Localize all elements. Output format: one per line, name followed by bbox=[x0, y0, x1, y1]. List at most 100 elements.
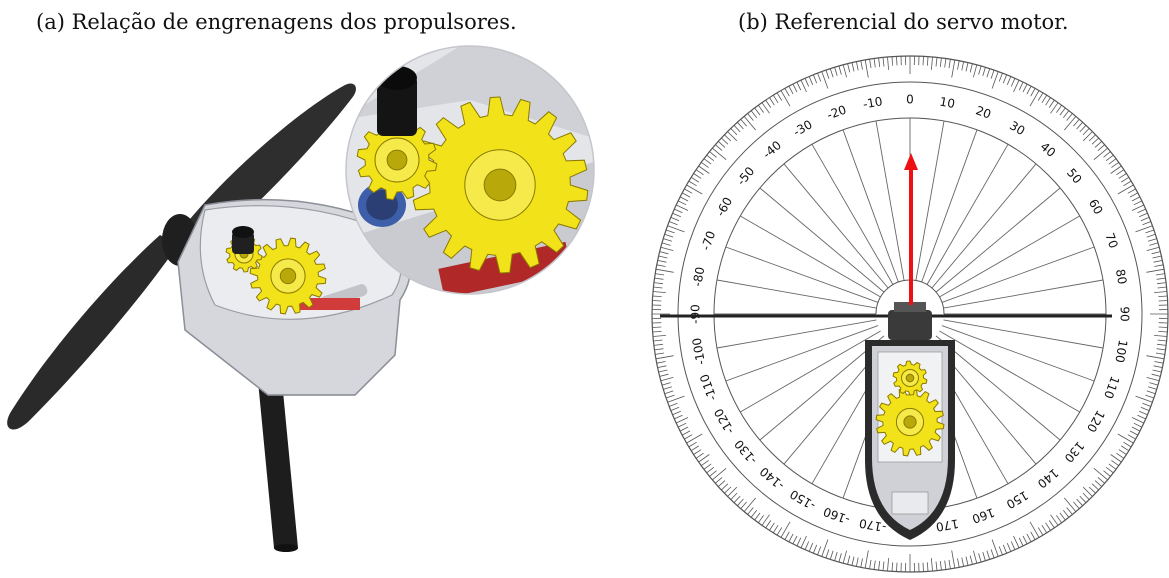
tick-mark bbox=[965, 62, 969, 72]
tick-mark bbox=[944, 560, 947, 570]
tick-mark bbox=[1137, 414, 1146, 420]
tick-mark bbox=[842, 64, 847, 78]
tick-mark bbox=[1041, 524, 1048, 534]
tick-mark bbox=[652, 300, 662, 302]
tick-mark bbox=[1118, 173, 1127, 179]
tick-mark bbox=[891, 562, 893, 572]
tick-mark bbox=[935, 561, 938, 571]
tick-mark bbox=[1103, 151, 1111, 158]
tick-mark bbox=[1117, 184, 1134, 195]
tick-mark bbox=[864, 59, 869, 78]
tick-mark bbox=[847, 63, 851, 73]
radial-line bbox=[935, 335, 1061, 441]
tick-mark bbox=[1154, 291, 1168, 293]
tick-mark bbox=[1030, 531, 1036, 540]
tick-mark bbox=[677, 200, 687, 206]
tick-mark bbox=[715, 144, 723, 151]
tick-mark bbox=[990, 549, 995, 559]
tick-mark bbox=[664, 233, 674, 238]
tick-mark bbox=[658, 369, 668, 373]
large-gear bbox=[249, 237, 327, 315]
tick-mark bbox=[659, 373, 669, 377]
tick-mark bbox=[1123, 441, 1132, 448]
tick-mark bbox=[1151, 251, 1161, 255]
tick-mark bbox=[724, 486, 732, 494]
servo-pinion-gear bbox=[892, 360, 928, 396]
tick-mark bbox=[1158, 331, 1168, 333]
tick-mark bbox=[1056, 105, 1062, 113]
angle-label: -10 bbox=[862, 94, 884, 111]
tick-mark bbox=[1127, 188, 1136, 194]
tick-mark bbox=[776, 92, 783, 101]
tick-mark bbox=[1022, 535, 1028, 545]
tick-mark bbox=[1116, 452, 1125, 459]
tick-mark bbox=[1079, 125, 1087, 133]
tick-mark bbox=[998, 546, 1003, 556]
angle-label: -80 bbox=[690, 266, 707, 288]
tick-mark bbox=[842, 550, 847, 564]
radial-line bbox=[725, 325, 879, 382]
tick-mark bbox=[706, 466, 715, 474]
tick-mark bbox=[1131, 426, 1141, 432]
tick-mark bbox=[957, 558, 960, 568]
tick-mark bbox=[1093, 147, 1108, 161]
tick-mark bbox=[1022, 83, 1028, 93]
tick-mark bbox=[1082, 131, 1093, 142]
angle-label: 100 bbox=[1112, 339, 1130, 364]
tick-mark bbox=[1073, 501, 1080, 509]
tick-mark bbox=[653, 286, 663, 289]
tick-mark bbox=[750, 110, 758, 119]
gear-bore bbox=[483, 168, 517, 202]
tick-mark bbox=[878, 561, 881, 571]
tick-mark bbox=[693, 449, 702, 455]
tick-mark bbox=[654, 277, 664, 280]
tick-mark bbox=[765, 99, 772, 108]
tick-mark bbox=[944, 58, 947, 68]
tick-mark bbox=[740, 501, 747, 509]
reference-arrow bbox=[904, 153, 918, 305]
tick-mark bbox=[1026, 533, 1032, 542]
tick-mark bbox=[957, 60, 960, 70]
tick-mark bbox=[1156, 277, 1166, 280]
tick-mark bbox=[784, 531, 790, 540]
tick-mark bbox=[1153, 260, 1163, 263]
tick-mark bbox=[856, 557, 859, 567]
tick-mark bbox=[1045, 97, 1051, 106]
tick-mark bbox=[661, 242, 671, 246]
tick-mark bbox=[654, 348, 664, 351]
radial-line bbox=[842, 129, 899, 283]
tick-mark bbox=[1048, 520, 1055, 529]
tick-mark bbox=[733, 495, 741, 503]
gear-bore bbox=[905, 373, 915, 383]
tick-mark bbox=[1093, 467, 1108, 481]
tick-mark bbox=[1018, 537, 1024, 547]
gear-bore bbox=[386, 149, 408, 171]
tick-mark bbox=[676, 204, 689, 211]
tick-mark bbox=[1037, 92, 1044, 101]
tick-mark bbox=[1029, 521, 1040, 538]
angle-label: 10 bbox=[939, 95, 956, 111]
tick-mark bbox=[821, 539, 829, 557]
tick-mark bbox=[667, 225, 685, 233]
tick-mark bbox=[665, 229, 675, 234]
tick-mark bbox=[851, 556, 855, 566]
tick-mark bbox=[1108, 463, 1117, 470]
tick-mark bbox=[922, 56, 924, 66]
tick-mark bbox=[1048, 99, 1055, 108]
angle-label: -70 bbox=[698, 229, 718, 252]
tick-mark bbox=[743, 497, 757, 512]
tick-mark bbox=[1157, 339, 1167, 342]
tick-mark bbox=[703, 158, 712, 165]
tick-mark bbox=[961, 61, 964, 71]
angle-label: 90 bbox=[1118, 306, 1132, 321]
tick-mark bbox=[695, 169, 704, 176]
tick-mark bbox=[1133, 422, 1143, 428]
radial-line bbox=[915, 120, 945, 281]
radial-line bbox=[931, 163, 1037, 289]
radial-line bbox=[783, 163, 889, 289]
tick-mark bbox=[686, 184, 703, 195]
angle-label: -100 bbox=[690, 337, 709, 366]
tick-mark bbox=[652, 291, 666, 293]
tick-mark bbox=[765, 520, 772, 529]
tick-mark bbox=[1041, 94, 1048, 104]
